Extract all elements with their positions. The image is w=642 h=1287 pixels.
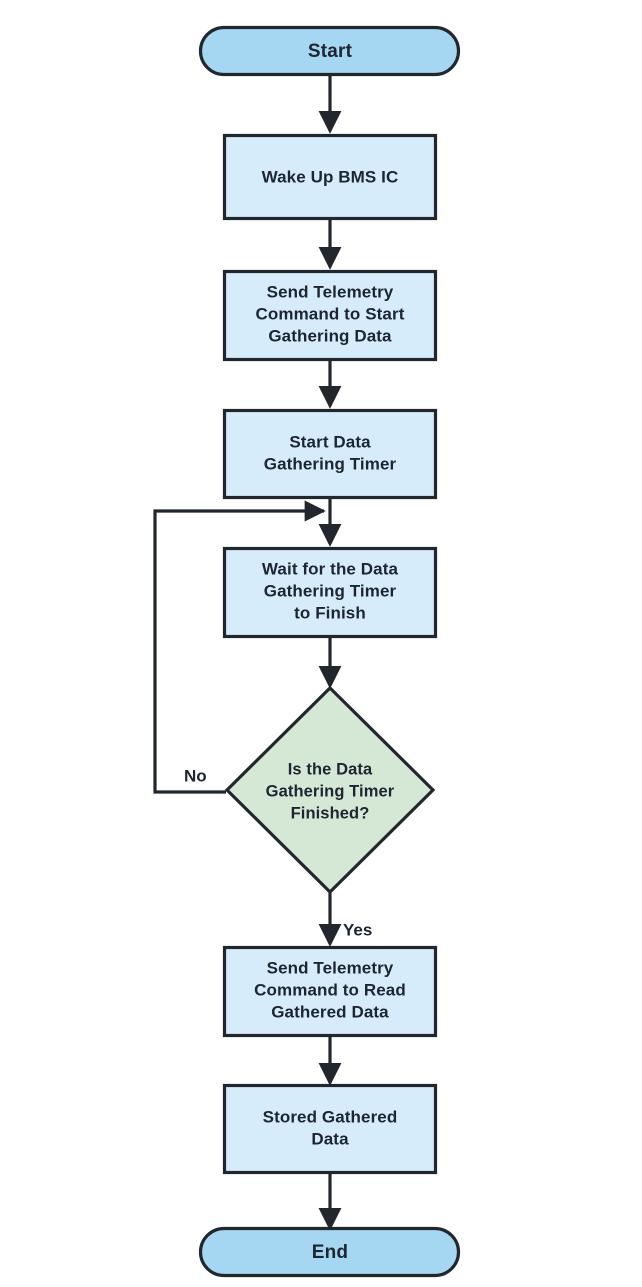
node-wake-up-bms-ic[interactable]: Wake Up BMS IC (222, 133, 438, 221)
stored-gathered-data-label: Stored Gathered (263, 1107, 398, 1126)
node-end[interactable]: End (198, 1226, 461, 1278)
send-telemetry-start-label-2: Command to Start (256, 304, 405, 323)
edge-label-layer: Yes No (184, 766, 372, 939)
node-send-telemetry-read[interactable]: Send Telemetry Command to Read Gathered … (222, 945, 438, 1038)
start-data-gathering-timer-label: Start Data (289, 432, 371, 451)
send-telemetry-start-label-3: Gathering Data (268, 326, 392, 345)
start-data-gathering-timer-label-2: Gathering Timer (264, 454, 397, 473)
decision-timer-finished-label: Is the Data (288, 760, 373, 778)
wait-for-timer-label: Wait for the Data (262, 559, 399, 578)
wake-up-bms-ic-shape (222, 133, 438, 221)
wait-for-timer-label-2: Gathering Timer (264, 581, 397, 600)
start-data-gathering-timer-shape (222, 408, 438, 500)
start-shape (198, 25, 461, 77)
edge-label-no: No (184, 766, 207, 785)
start-label: Start (308, 41, 353, 62)
send-telemetry-read-shape (222, 945, 438, 1038)
end-label: End (312, 1242, 349, 1263)
node-send-telemetry-start[interactable]: Send Telemetry Command to Start Gatherin… (222, 269, 438, 362)
wait-for-timer-label-3: to Finish (294, 603, 366, 622)
node-decision-timer-finished[interactable]: Is the Data Gathering Timer Finished? (224, 685, 436, 895)
node-start[interactable]: Start (198, 25, 461, 77)
node-start-data-gathering-timer[interactable]: Start Data Gathering Timer (222, 408, 438, 500)
decision-timer-finished-label-2: Gathering Timer (266, 782, 395, 800)
send-telemetry-read-label-2: Command to Read (254, 980, 406, 999)
send-telemetry-start-label: Send Telemetry (267, 282, 394, 301)
connector-layer (153, 75, 342, 1231)
send-telemetry-read-label: Send Telemetry (267, 958, 394, 977)
edge-no-loopback (153, 500, 326, 794)
decision-timer-finished-shape (224, 685, 436, 895)
decision-timer-finished-label-3: Finished? (291, 804, 370, 822)
wait-for-timer-shape (222, 546, 438, 639)
send-telemetry-start-shape (222, 269, 438, 362)
node-wait-for-timer[interactable]: Wait for the Data Gathering Timer to Fin… (222, 546, 438, 639)
wake-up-bms-ic-label: Wake Up BMS IC (262, 167, 399, 186)
stored-gathered-data-shape (222, 1083, 438, 1175)
node-stored-gathered-data[interactable]: Stored Gathered Data (222, 1083, 438, 1175)
stored-gathered-data-label-2: Data (311, 1129, 349, 1148)
edge-label-yes: Yes (343, 920, 372, 939)
send-telemetry-read-label-3: Gathered Data (271, 1002, 389, 1021)
end-shape (198, 1226, 461, 1278)
